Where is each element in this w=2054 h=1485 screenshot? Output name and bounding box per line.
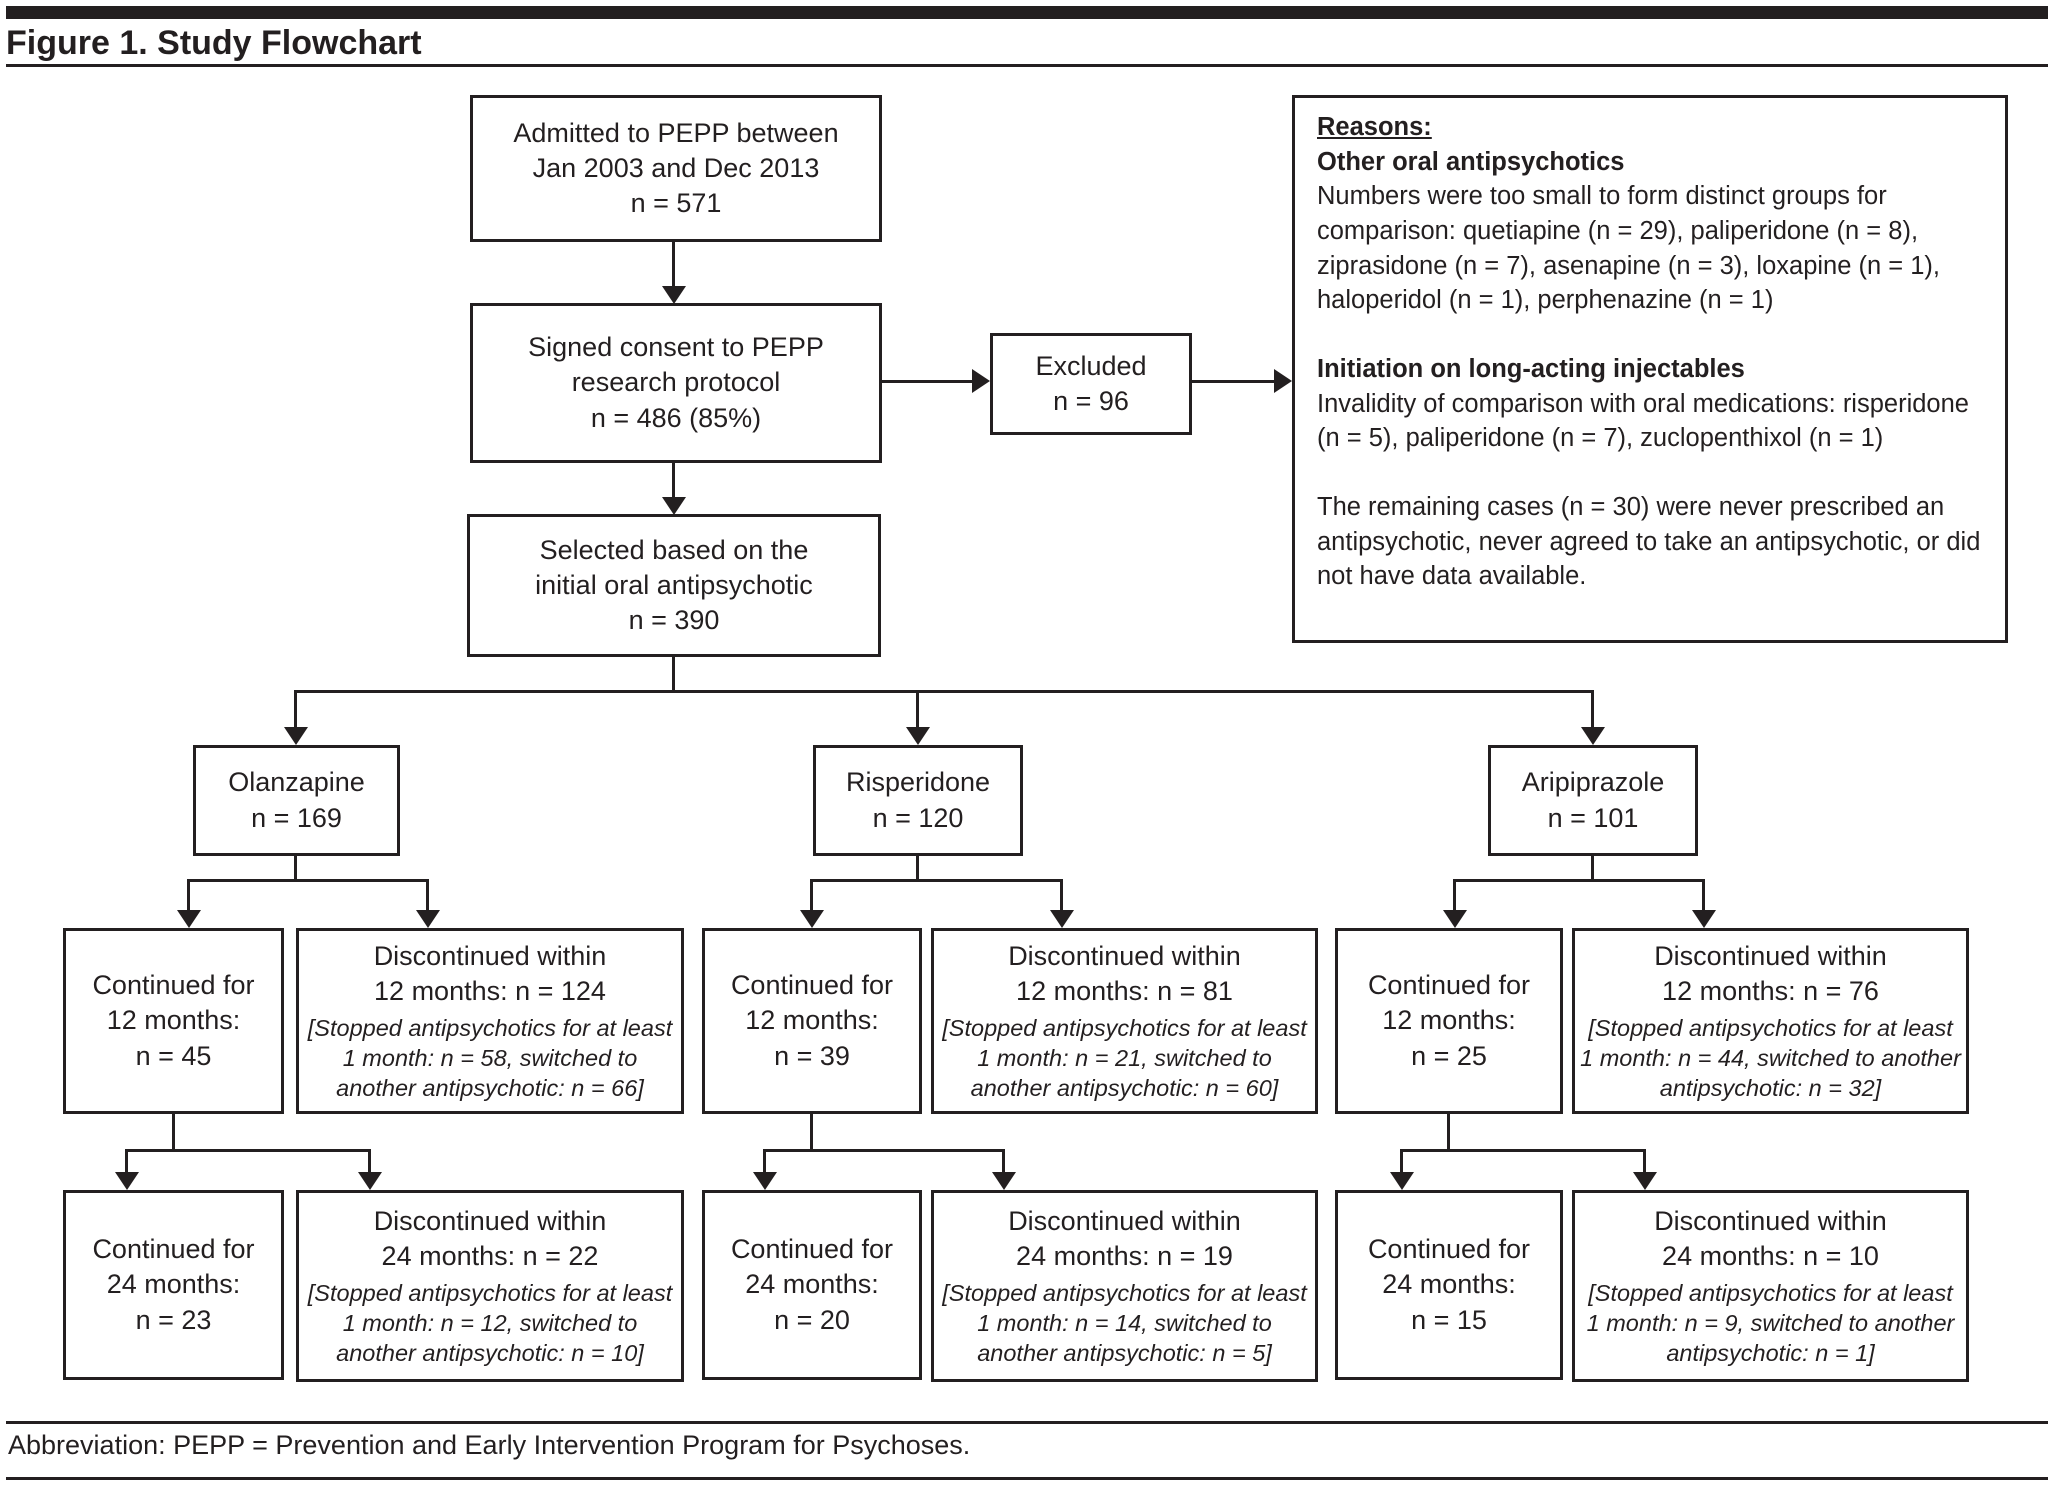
discontinued-24-text: Discontinued within 24 months: n = 19 xyxy=(1008,1205,1241,1271)
connector-line xyxy=(672,242,675,288)
olanzapine-discontinued-24-box: Discontinued within 24 months: n = 22 [S… xyxy=(296,1190,684,1382)
aripiprazole-continued-12-box: Continued for 12 months: n = 25 xyxy=(1335,928,1563,1114)
arrow-down-icon xyxy=(358,1172,382,1190)
connector-line xyxy=(426,879,429,912)
arrow-down-icon xyxy=(1633,1172,1657,1190)
connector-line xyxy=(1591,690,1594,730)
connector-line xyxy=(1192,380,1276,383)
reasons-box: Reasons: Other oral antipsychotics Numbe… xyxy=(1292,95,2008,643)
connector-line xyxy=(810,879,813,912)
connector-line xyxy=(1453,879,1456,912)
footer-bottom-rule xyxy=(6,1477,2048,1480)
reasons-lai-body: Invalidity of comparison with oral medic… xyxy=(1317,389,1969,453)
connector-line xyxy=(1060,879,1063,912)
arrow-down-icon xyxy=(662,497,686,515)
discontinued-12-text: Discontinued within 12 months: n = 81 xyxy=(1008,940,1241,1006)
arrow-down-icon xyxy=(1390,1172,1414,1190)
connector-line xyxy=(1002,1149,1005,1174)
footer-top-rule xyxy=(6,1421,2048,1424)
aripiprazole-discontinued-12-box: Discontinued within 12 months: n = 76 [S… xyxy=(1572,928,1969,1114)
risperidone-discontinued-24-box: Discontinued within 24 months: n = 19 [S… xyxy=(931,1190,1318,1382)
connector-line xyxy=(294,690,297,730)
connector-line xyxy=(1591,855,1594,882)
arrow-down-icon xyxy=(753,1172,777,1190)
risperidone-continued-12-box: Continued for 12 months: n = 39 xyxy=(702,928,922,1114)
arrow-down-icon xyxy=(416,910,440,928)
reasons-other-oral-title: Other oral antipsychotics xyxy=(1317,147,1625,176)
arrow-down-icon xyxy=(284,727,308,745)
connector-line xyxy=(672,656,675,693)
top-divider-bar xyxy=(6,6,2048,19)
consent-box: Signed consent to PEPP research protocol… xyxy=(470,303,882,463)
admitted-box: Admitted to PEPP between Jan 2003 and De… xyxy=(470,95,882,242)
arrow-down-icon xyxy=(662,286,686,304)
arrow-down-icon xyxy=(1443,910,1467,928)
connector-line xyxy=(172,1113,175,1152)
reasons-other-oral-body: Numbers were too small to form distinct … xyxy=(1317,182,1940,315)
discontinued-24-detail: [Stopped antipsychotics for at least 1 m… xyxy=(1586,1279,1955,1366)
connector-line xyxy=(1447,1113,1450,1152)
connector-line xyxy=(1643,1149,1646,1174)
connector-line xyxy=(672,462,675,499)
connector-line xyxy=(187,879,190,912)
reasons-lai-title: Initiation on long-acting injectables xyxy=(1317,355,1745,384)
connector-line xyxy=(187,879,429,882)
connector-line xyxy=(763,1149,766,1174)
connector-line xyxy=(1400,1149,1403,1174)
selected-box: Selected based on the initial oral antip… xyxy=(467,514,881,657)
arrow-down-icon xyxy=(1050,910,1074,928)
discontinued-24-detail: [Stopped antipsychotics for at least 1 m… xyxy=(942,1279,1307,1366)
discontinued-24-detail: [Stopped antipsychotics for at least 1 m… xyxy=(307,1279,673,1366)
connector-line xyxy=(125,1149,128,1174)
arrow-down-icon xyxy=(115,1172,139,1190)
risperidone-discontinued-12-box: Discontinued within 12 months: n = 81 [S… xyxy=(931,928,1318,1114)
arrow-down-icon xyxy=(800,910,824,928)
arrow-right-icon xyxy=(972,369,990,393)
connector-line xyxy=(810,1113,813,1152)
discontinued-24-text: Discontinued within 24 months: n = 10 xyxy=(1654,1205,1887,1271)
connector-line xyxy=(916,690,919,730)
risperidone-continued-24-box: Continued for 24 months: n = 20 xyxy=(702,1190,922,1380)
connector-line xyxy=(916,855,919,882)
discontinued-12-detail: [Stopped antipsychotics for at least 1 m… xyxy=(307,1014,673,1101)
connector-line xyxy=(1453,879,1705,882)
title-underline xyxy=(6,64,2048,67)
reasons-heading: Reasons: xyxy=(1317,113,1432,141)
discontinued-12-detail: [Stopped antipsychotics for at least 1 m… xyxy=(1580,1014,1961,1101)
aripiprazole-box: Aripiprazole n = 101 xyxy=(1488,745,1698,856)
risperidone-box: Risperidone n = 120 xyxy=(813,745,1023,856)
connector-line xyxy=(125,1149,371,1152)
connector-line xyxy=(810,879,1063,882)
olanzapine-discontinued-12-box: Discontinued within 12 months: n = 124 [… xyxy=(296,928,684,1114)
connector-line xyxy=(294,690,1594,693)
connector-line xyxy=(294,855,297,882)
connector-line xyxy=(1400,1149,1646,1152)
arrow-down-icon xyxy=(1581,727,1605,745)
discontinued-12-text: Discontinued within 12 months: n = 76 xyxy=(1654,940,1887,1006)
figure-title: Figure 1. Study Flowchart xyxy=(6,24,422,62)
aripiprazole-discontinued-24-box: Discontinued within 24 months: n = 10 [S… xyxy=(1572,1190,1969,1382)
abbreviation-note: Abbreviation: PEPP = Prevention and Earl… xyxy=(8,1430,971,1460)
connector-line xyxy=(763,1149,1005,1152)
excluded-box: Excluded n = 96 xyxy=(990,333,1192,435)
reasons-note: The remaining cases (n = 30) were never … xyxy=(1317,493,1981,591)
discontinued-12-detail: [Stopped antipsychotics for at least 1 m… xyxy=(942,1014,1307,1101)
arrow-right-icon xyxy=(1274,369,1292,393)
arrow-down-icon xyxy=(992,1172,1016,1190)
olanzapine-continued-24-box: Continued for 24 months: n = 23 xyxy=(63,1190,284,1380)
olanzapine-box: Olanzapine n = 169 xyxy=(193,745,400,856)
arrow-down-icon xyxy=(1692,910,1716,928)
discontinued-12-text: Discontinued within 12 months: n = 124 xyxy=(373,940,607,1006)
discontinued-24-text: Discontinued within 24 months: n = 22 xyxy=(373,1205,607,1271)
connector-line xyxy=(882,380,974,383)
arrow-down-icon xyxy=(177,910,201,928)
aripiprazole-continued-24-box: Continued for 24 months: n = 15 xyxy=(1335,1190,1563,1380)
connector-line xyxy=(368,1149,371,1174)
connector-line xyxy=(1702,879,1705,912)
arrow-down-icon xyxy=(906,727,930,745)
olanzapine-continued-12-box: Continued for 12 months: n = 45 xyxy=(63,928,284,1114)
